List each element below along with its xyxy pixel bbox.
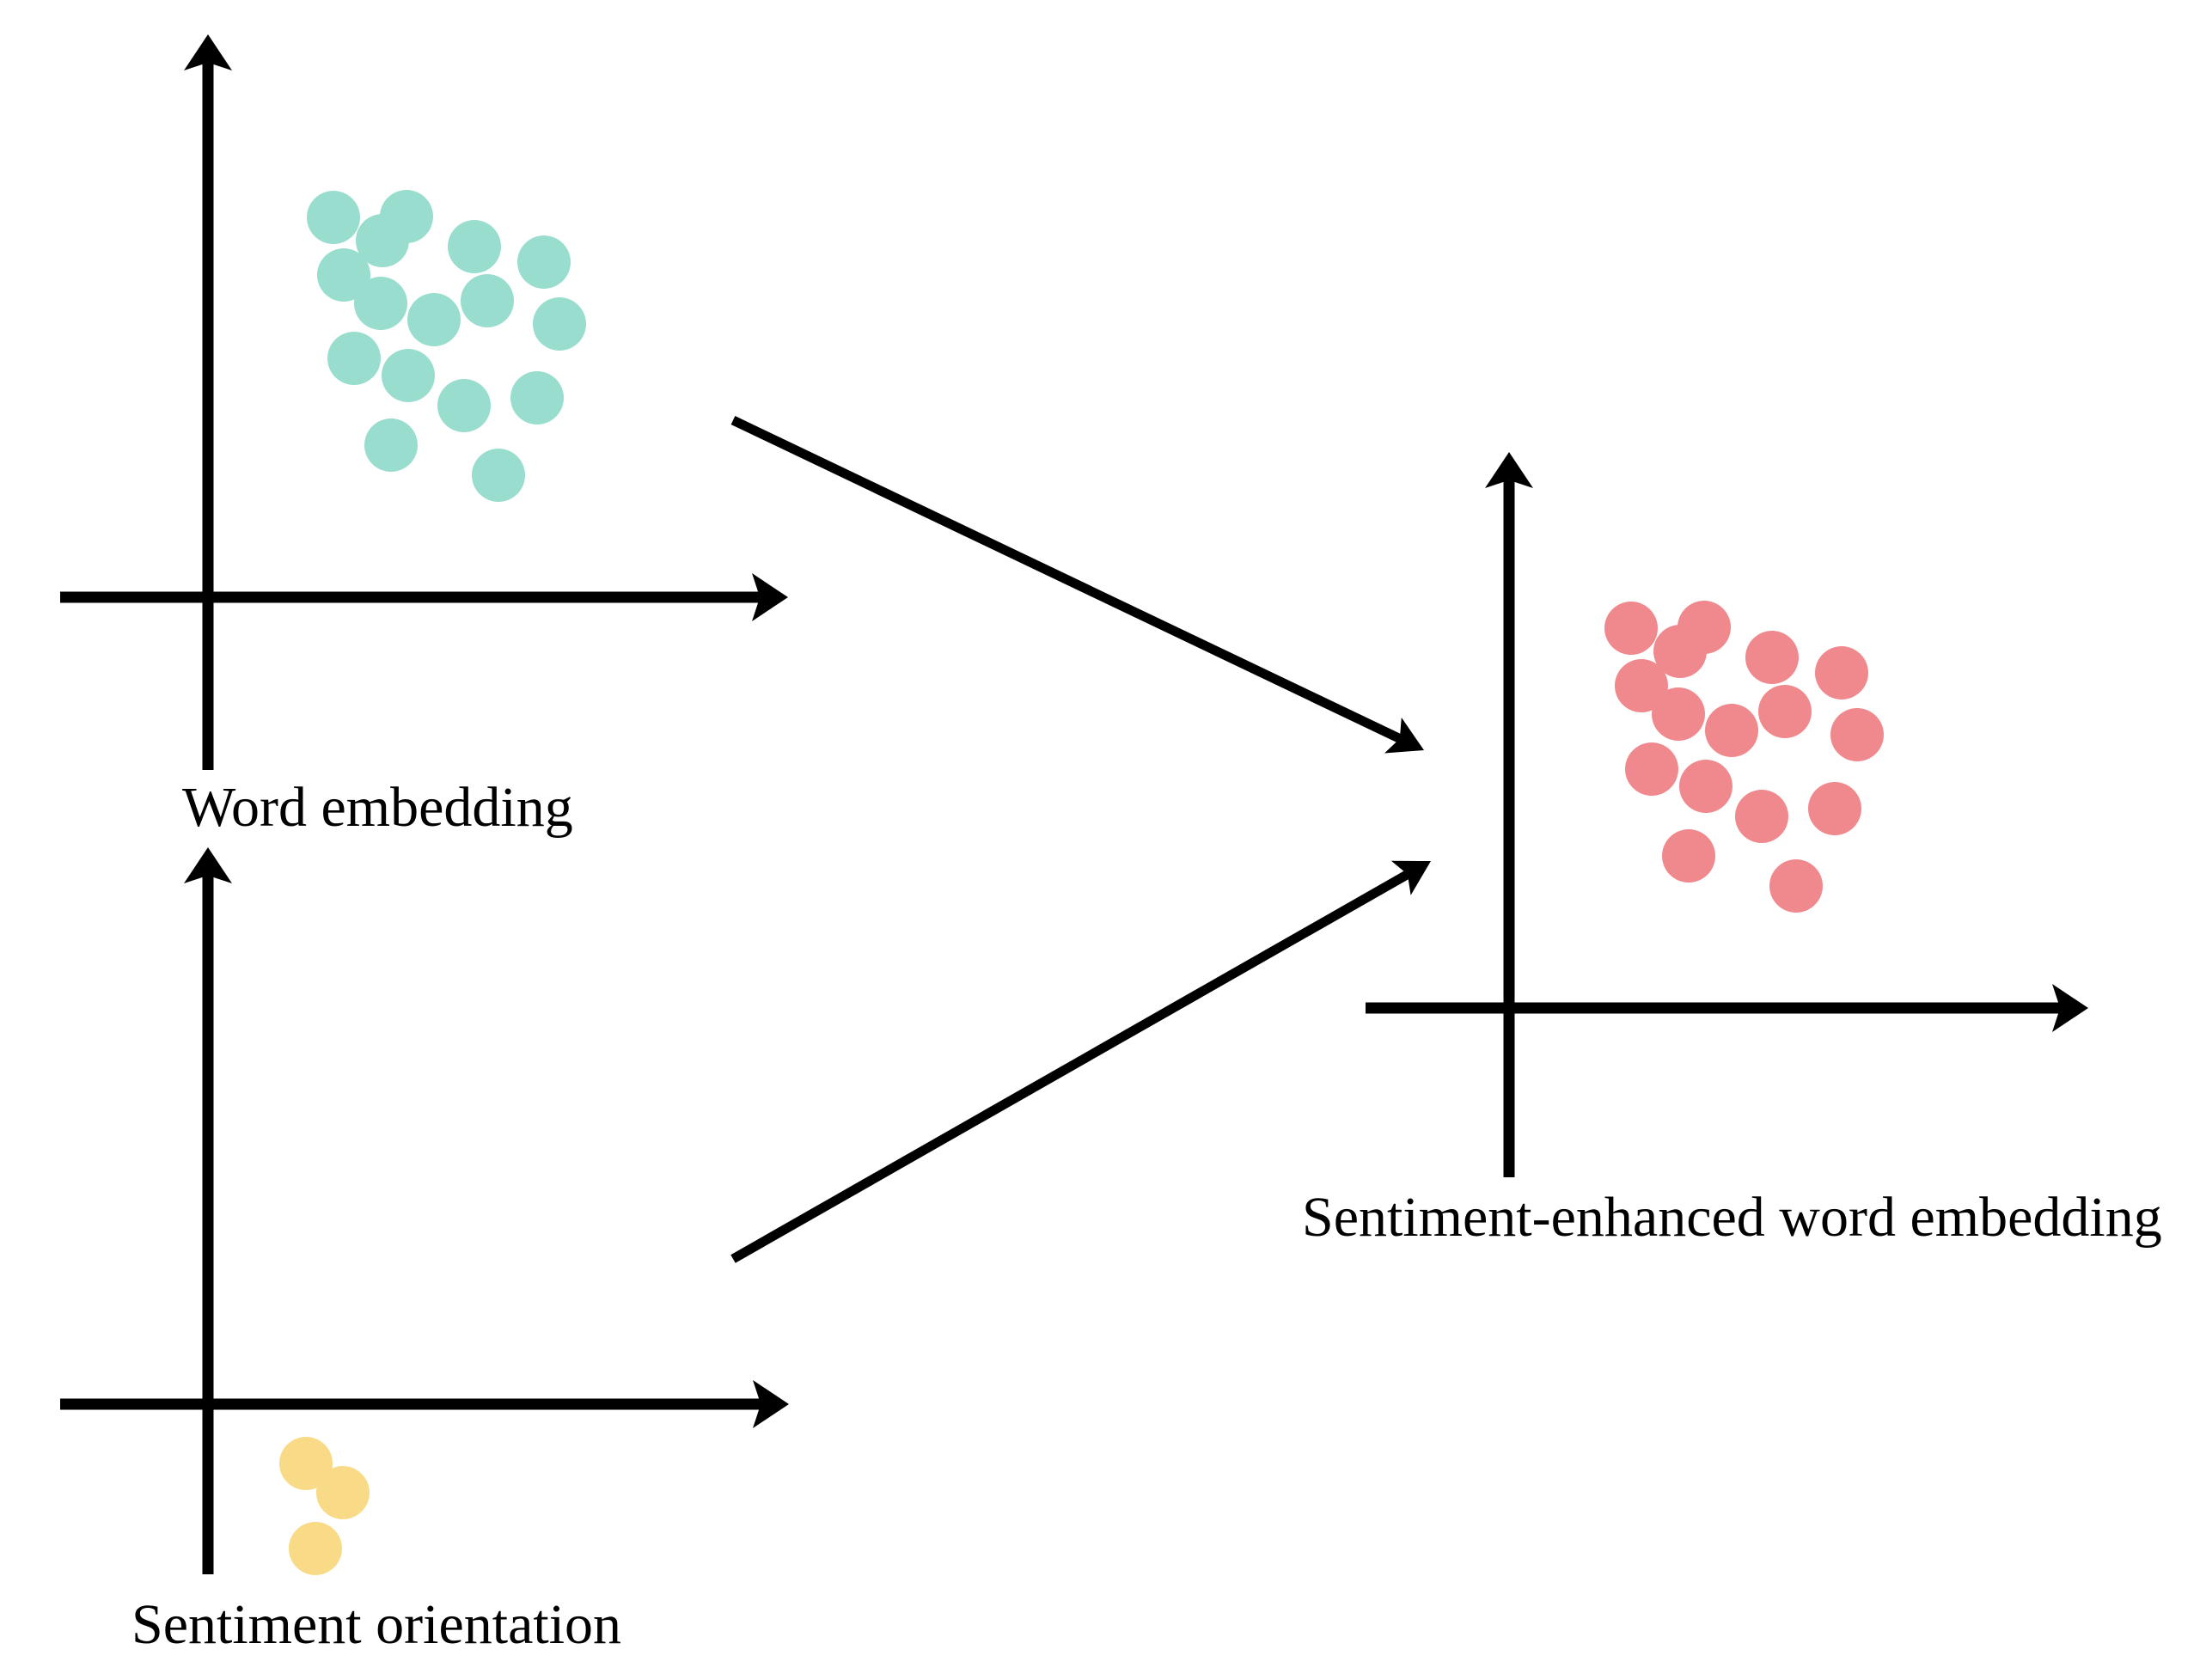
sentiment-enhanced-word-vectors-point [1830, 708, 1884, 761]
merge-arrow-top-arrowhead [1384, 718, 1424, 754]
word-embedding-y-axis-arrowhead [184, 34, 232, 70]
sentiment-enhanced-word-vectors-point [1808, 782, 1861, 835]
sentiment-enhanced-word-vectors-point [1815, 646, 1868, 699]
sentiment-enhanced-word-embedding-y-axis-arrowhead [1485, 452, 1533, 488]
word-vectors-point [510, 371, 564, 425]
word-vectors-point [382, 349, 435, 402]
sentiment-enhanced-word-vectors-point [1679, 760, 1732, 813]
word-vectors-point [517, 235, 571, 289]
sentiment-enhanced-word-vectors-point [1705, 704, 1758, 757]
label-sentiment-enhanced-word-embedding: Sentiment-enhanced word embedding [1302, 1186, 2162, 1249]
sentiment-orientation-y-axis-arrowhead [184, 847, 232, 883]
sentiment-enhanced-word-vectors-point [1625, 742, 1678, 796]
sentiment-vectors-point [316, 1466, 370, 1519]
sentiment-orientation-x-axis-arrowhead [753, 1380, 789, 1428]
sentiment-enhanced-word-vectors-point [1769, 859, 1823, 913]
word-vectors-point [533, 297, 586, 351]
sentiment-enhanced-word-vectors-point [1735, 790, 1788, 843]
word-vectors-point [472, 449, 525, 502]
merge-arrow-bottom-line [730, 870, 1410, 1263]
word-vectors-point [327, 332, 381, 385]
merge-arrow-top-line [730, 416, 1402, 743]
label-sentiment-orientation: Sentiment orientation [131, 1593, 622, 1656]
word-embedding-x-axis-arrowhead [752, 573, 788, 621]
sentiment-vectors-point [289, 1522, 342, 1575]
sentiment-enhanced-word-vectors-point [1662, 829, 1715, 883]
sentiment-enhanced-word-vectors-point [1604, 602, 1658, 655]
word-vectors-point [461, 274, 514, 327]
label-word-embedding: Word embedding [182, 776, 573, 839]
sentiment-enhanced-word-vectors-point [1745, 631, 1799, 684]
word-vectors-point [317, 248, 370, 302]
word-vectors-point [407, 293, 461, 346]
sentiment-enhanced-word-vectors-point [1615, 659, 1668, 712]
word-vectors-point [448, 220, 501, 273]
word-vectors-point [356, 214, 409, 267]
word-vectors-point [354, 277, 407, 330]
word-vectors-point [437, 379, 491, 432]
word-vectors-point [364, 418, 418, 472]
word-vectors-point [307, 191, 360, 244]
sentiment-enhanced-word-embedding-x-axis-arrowhead [2052, 984, 2088, 1032]
sentiment-enhanced-word-vectors-point [1652, 687, 1705, 741]
sentiment-enhanced-word-vectors-point [1758, 685, 1812, 738]
sentiment-enhanced-word-vectors-point [1653, 625, 1707, 678]
sentiment-vectors-point [279, 1437, 333, 1490]
merge-arrow-bottom-arrowhead [1390, 860, 1431, 895]
